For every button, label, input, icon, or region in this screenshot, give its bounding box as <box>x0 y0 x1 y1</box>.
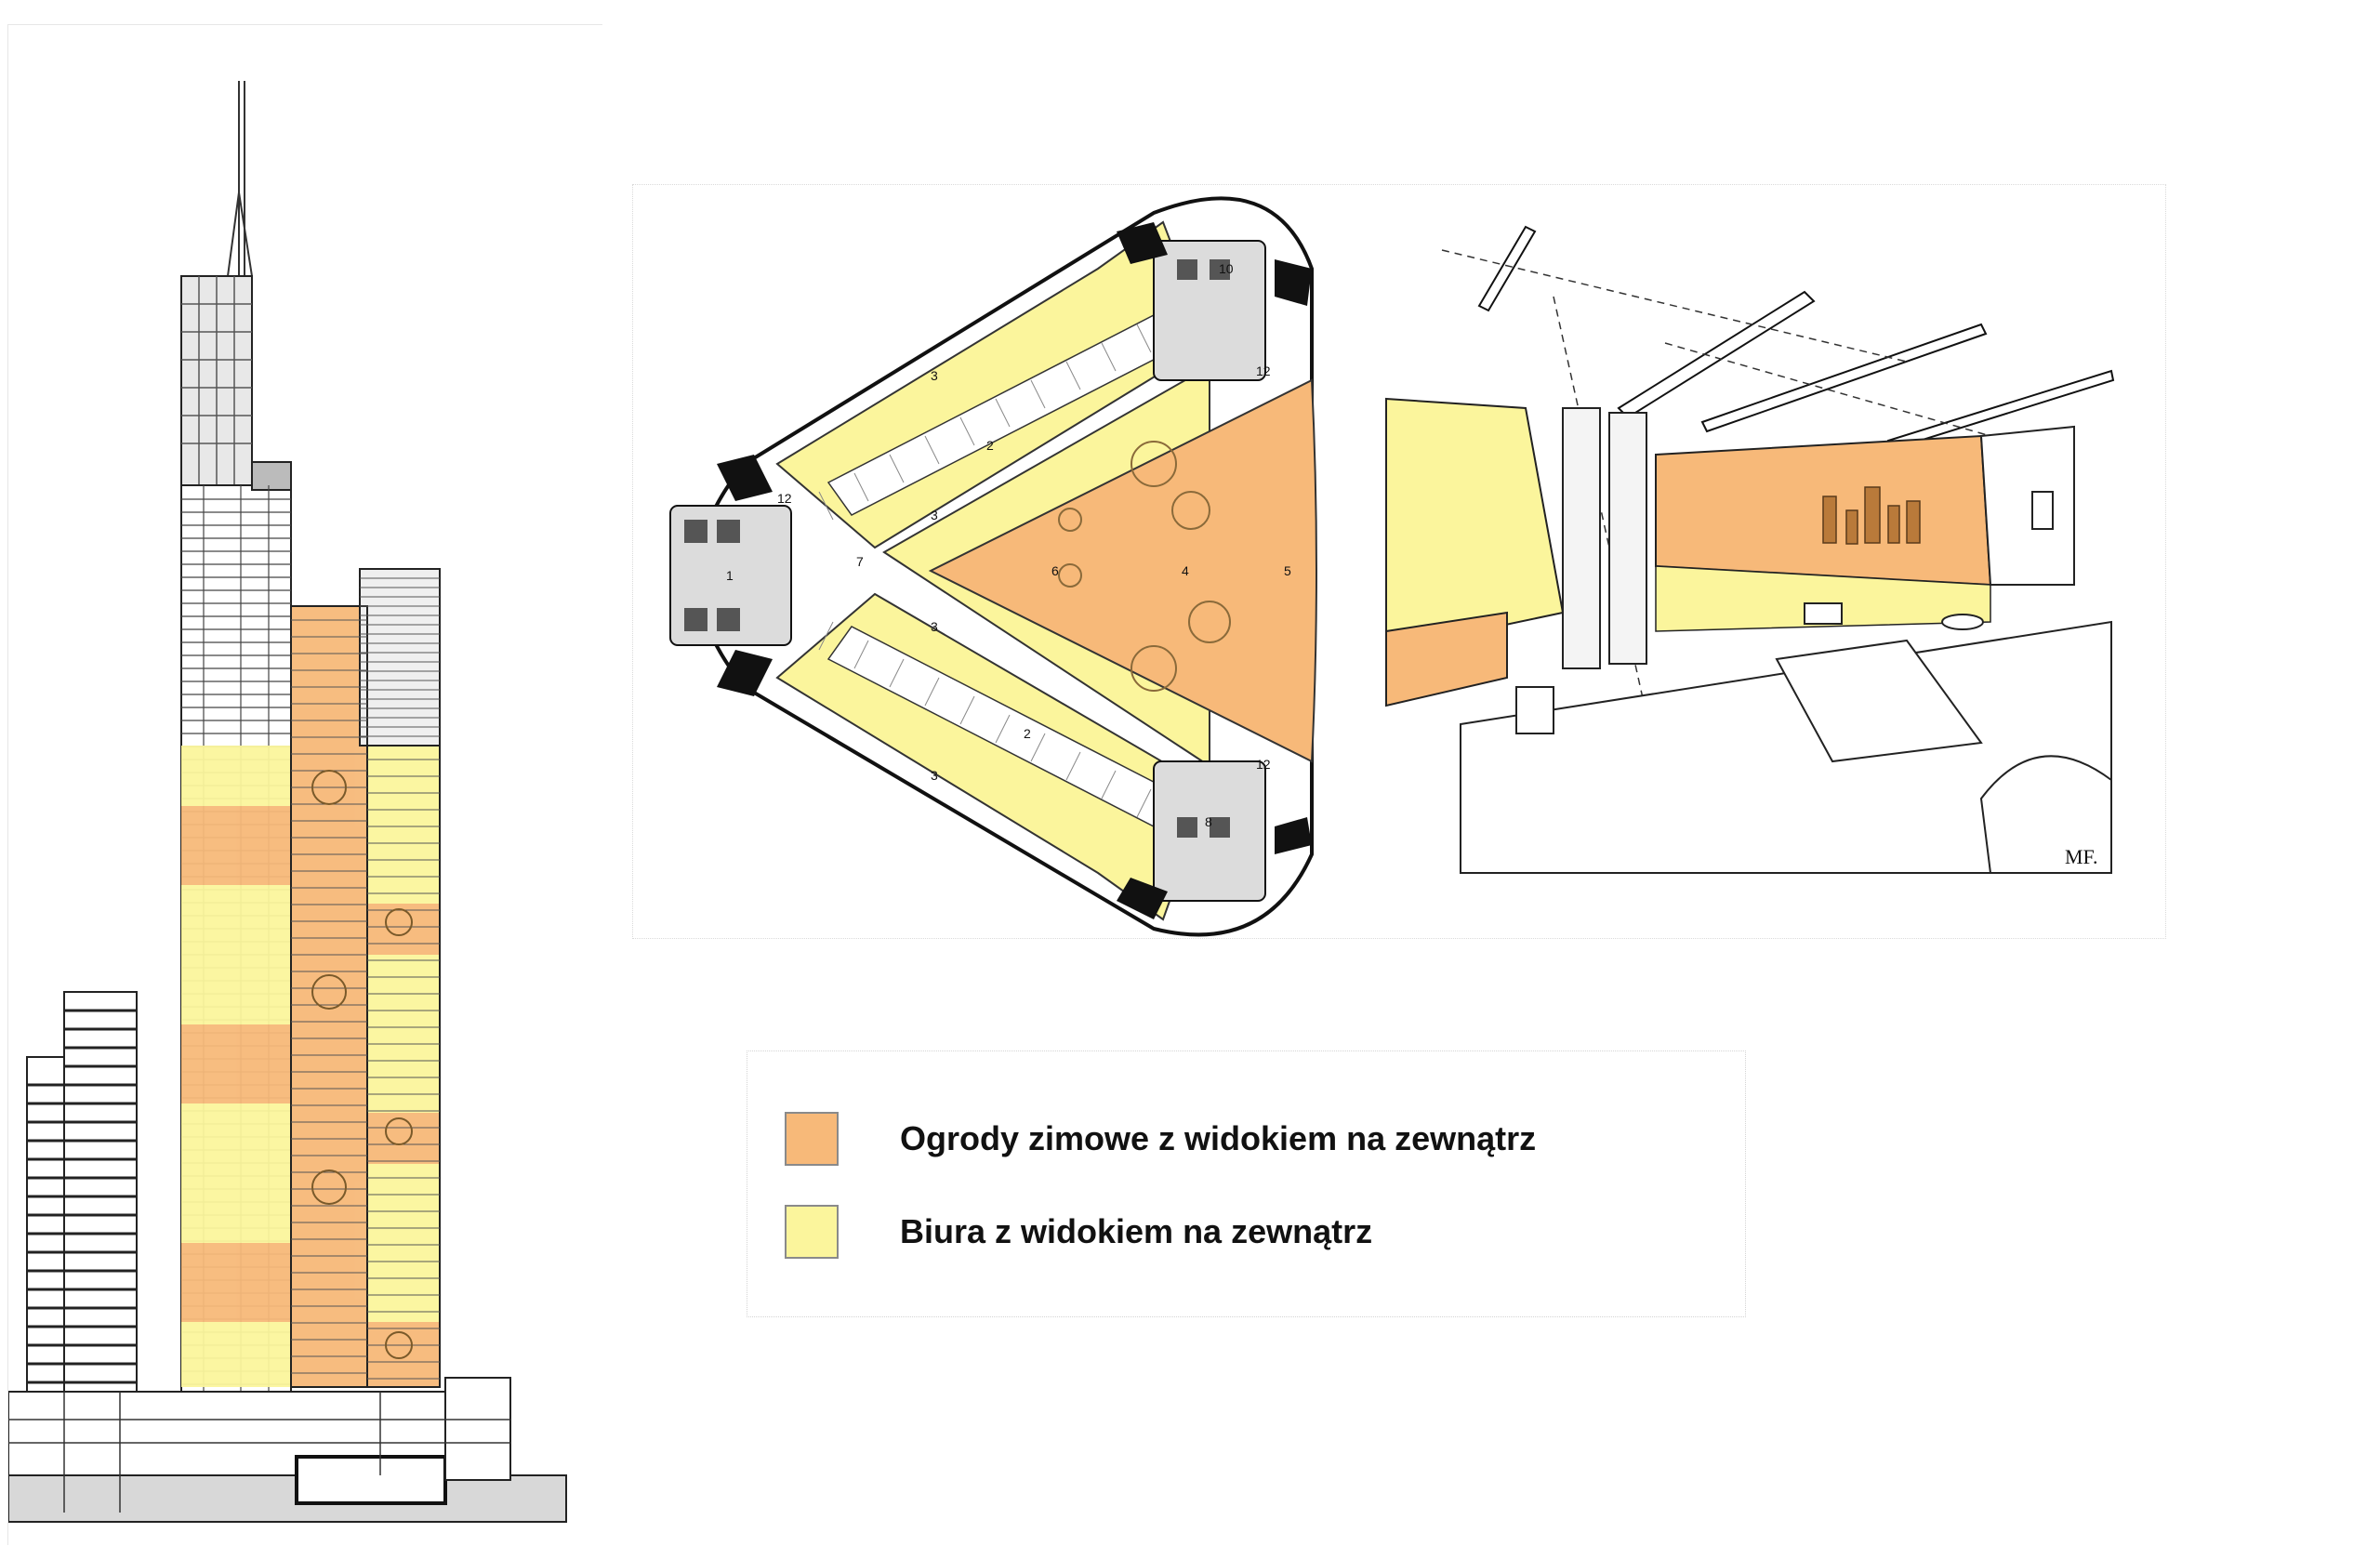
right-tower <box>290 568 441 1388</box>
hatch-line <box>889 658 905 688</box>
tree-icons-section <box>311 770 413 1359</box>
neighbour-building <box>26 991 138 1402</box>
zone-number: 8 <box>1205 814 1212 829</box>
hatch-line <box>995 714 1011 744</box>
ceiling-lights <box>1477 225 2115 452</box>
building-section-svg <box>8 81 567 1523</box>
columns <box>1562 407 1647 669</box>
zone-number: 2 <box>986 438 994 453</box>
hatch-line <box>995 398 1011 428</box>
interior-sketch: MF. <box>1385 225 2115 874</box>
zone-number: 12 <box>1256 757 1271 772</box>
zone-numbers: 1 2 2 3 3 3 3 4 5 6 7 8 10 12 12 12 <box>726 261 1291 829</box>
podium-base <box>8 1377 567 1523</box>
desk-items <box>1515 602 2112 874</box>
sketch-signature: MF. <box>2065 845 2098 868</box>
hatch-line <box>1030 733 1046 762</box>
lower-office-sketch <box>1385 611 1508 707</box>
winter-garden-swatch <box>785 1112 839 1166</box>
office-swatch <box>785 1205 839 1259</box>
office-window-sketch <box>1385 397 1565 652</box>
zone-number: 3 <box>931 768 938 783</box>
hatch-line <box>818 621 834 651</box>
hatch-line <box>959 416 975 446</box>
zone-number: 4 <box>1182 563 1189 578</box>
office-band-sketch <box>1655 565 1991 632</box>
hatch-line <box>1065 751 1081 781</box>
plan-and-sketch-svg: 1 2 2 3 3 3 3 4 5 6 7 8 10 12 12 12 <box>669 196 2115 937</box>
antenna-mast <box>227 81 253 277</box>
exit-sign-icon <box>2031 491 2054 530</box>
hatch-line <box>1065 361 1081 390</box>
hatch-line <box>1101 342 1117 372</box>
hatch-line <box>889 454 905 483</box>
winter-garden-zones-section <box>181 606 440 1387</box>
hatch-line <box>924 435 940 465</box>
hatch-line <box>853 472 869 502</box>
legend: Ogrody zimowe z widokiem na zewnątrz Biu… <box>747 1050 1746 1317</box>
plan-and-sketch-panel: 1 2 2 3 3 3 3 4 5 6 7 8 10 12 12 12 <box>632 184 2166 939</box>
city-skyline <box>1822 486 1921 545</box>
floor-plan: 1 2 2 3 3 3 3 4 5 6 7 8 10 12 12 12 <box>669 196 1317 937</box>
tower-crown <box>180 275 253 486</box>
zone-number: 5 <box>1284 563 1291 578</box>
core-elevators <box>684 259 1230 838</box>
zone-number: 3 <box>931 508 938 522</box>
zone-number: 12 <box>1256 363 1271 378</box>
zone-number: 7 <box>856 554 864 569</box>
right-wall-sketch <box>1979 425 2075 586</box>
hatch-line <box>853 640 869 669</box>
legend-label-office: Biura z widokiem na zewnątrz <box>900 1212 1373 1250</box>
zone-number: 1 <box>726 568 734 583</box>
zone-number: 10 <box>1219 261 1234 276</box>
zone-number: 3 <box>931 619 938 634</box>
zone-number: 3 <box>931 368 938 383</box>
winter-garden-plan <box>928 378 1317 763</box>
building-section-drawing <box>7 24 602 1545</box>
office-zones-section <box>181 746 440 1387</box>
tree-icons-plan <box>1058 441 1231 692</box>
hatch-line <box>924 677 940 707</box>
zone-number: 2 <box>1024 726 1031 741</box>
zone-number: 6 <box>1051 563 1059 578</box>
hatch-line <box>1136 788 1152 818</box>
legend-item-winter-garden: Ogrody zimowe z widokiem na zewnątrz <box>785 1112 1536 1166</box>
office-grid <box>818 324 1152 818</box>
hatch-line <box>959 695 975 725</box>
hatch-line <box>1101 770 1117 799</box>
legend-label-winter-garden: Ogrody zimowe z widokiem na zewnątrz <box>900 1119 1537 1157</box>
hatch-line <box>1136 324 1152 353</box>
hatch-line <box>818 491 834 521</box>
zone-number: 12 <box>777 491 792 506</box>
corner-walls <box>717 222 1312 919</box>
hatch-line <box>1030 379 1046 409</box>
legend-item-office: Biura z widokiem na zewnątrz <box>785 1205 1372 1259</box>
